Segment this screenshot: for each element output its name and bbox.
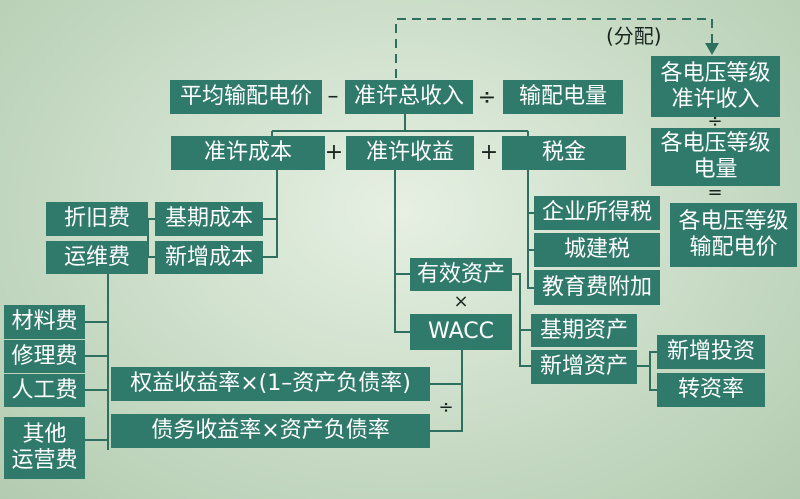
connector-tax-down bbox=[527, 170, 534, 289]
divide-operator: ÷ bbox=[477, 85, 497, 110]
allocation-divide-operator: ÷ bbox=[707, 111, 723, 132]
return-box: 准许收益 bbox=[346, 136, 474, 170]
minus-operator: – bbox=[327, 84, 339, 109]
base-cost-box: 基期成本 bbox=[155, 202, 263, 236]
total-revenue-box: 准许总收入 bbox=[345, 80, 473, 114]
voltage-volume-line2: 电量 bbox=[693, 157, 738, 182]
equity-term-box: 权益收益率×(1–资产负债率) bbox=[111, 367, 430, 401]
other-opex-line2: 运营费 bbox=[11, 448, 78, 473]
transfer-rate-box: 转资率 bbox=[657, 373, 765, 407]
cost-box: 准许成本 bbox=[171, 136, 325, 170]
urban-tax-box: 城建税 bbox=[534, 233, 660, 267]
connector-new-invest bbox=[649, 351, 657, 366]
voltage-volume-box: 各电压等级 电量 bbox=[651, 128, 780, 186]
depreciation-box: 折旧费 bbox=[46, 202, 148, 236]
connector-newassets-right bbox=[637, 365, 657, 391]
connector-depr-om bbox=[147, 218, 155, 258]
wacc-divide-operator: ÷ bbox=[438, 397, 454, 418]
other-opex-line1: 其他 bbox=[22, 422, 67, 447]
wacc-box: WACC bbox=[410, 314, 512, 350]
effective-assets-box: 有效资产 bbox=[410, 258, 512, 291]
connector-cost-down bbox=[263, 170, 278, 258]
new-cost-box: 新增成本 bbox=[155, 241, 263, 274]
voltage-volume-line1: 各电压等级 bbox=[660, 131, 771, 156]
allocation-dashed-arrow bbox=[395, 18, 713, 78]
materials-box: 材料费 bbox=[4, 305, 85, 339]
voltage-price-line2: 输配电价 bbox=[689, 235, 778, 260]
allocation-label: (分配) bbox=[606, 24, 662, 48]
allocation-arrow-head bbox=[705, 43, 719, 55]
debt-term-box: 债务收益率×资产负债率 bbox=[111, 414, 430, 448]
voltage-revenue-line1: 各电压等级 bbox=[660, 60, 771, 86]
income-tax-box: 企业所得税 bbox=[534, 196, 660, 230]
plus-operator-2: + bbox=[479, 140, 499, 165]
base-assets-box: 基期资产 bbox=[531, 314, 637, 347]
voltage-price-line1: 各电压等级 bbox=[678, 209, 789, 234]
voltage-revenue-box: 各电压等级 准许收入 bbox=[651, 56, 780, 117]
repair-box: 修理费 bbox=[4, 340, 85, 373]
connector-return-down bbox=[394, 170, 410, 333]
equals-operator: = bbox=[707, 182, 723, 203]
connector-eff-right bbox=[512, 273, 531, 367]
om-box: 运维费 bbox=[46, 241, 148, 274]
edu-surcharge-box: 教育费附加 bbox=[534, 270, 660, 305]
labor-box: 人工费 bbox=[4, 374, 85, 407]
avg-price-box: 平均输配电价 bbox=[170, 80, 322, 114]
voltage-price-box: 各电压等级 输配电价 bbox=[670, 203, 797, 267]
new-assets-box: 新增资产 bbox=[531, 350, 637, 384]
volume-box: 输配电量 bbox=[503, 80, 623, 114]
voltage-revenue-line2: 准许收入 bbox=[671, 86, 760, 112]
other-opex-box: 其他 运营费 bbox=[4, 417, 85, 479]
connector-wacc-down bbox=[430, 350, 463, 432]
times-operator: × bbox=[453, 291, 469, 312]
plus-operator-1: + bbox=[324, 140, 344, 165]
new-investment-box: 新增投资 bbox=[657, 335, 765, 369]
tax-box: 税金 bbox=[502, 136, 626, 170]
